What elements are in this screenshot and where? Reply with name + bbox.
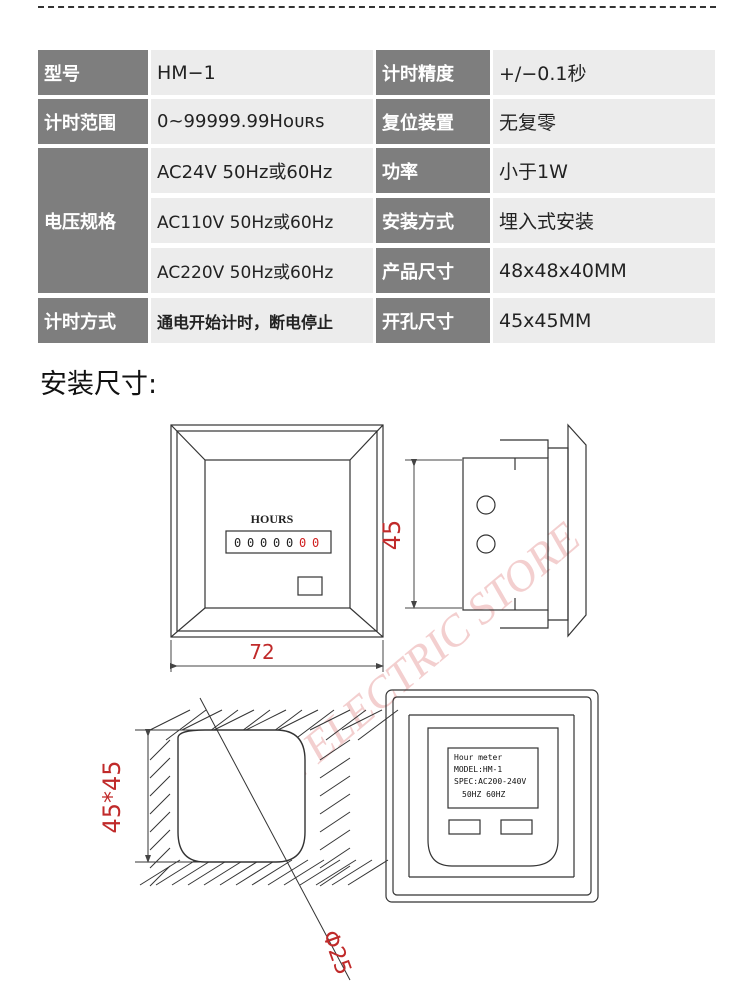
size-value: 48x48x40MM [493,248,715,293]
nameplate-line-1: Hour meter [454,753,502,762]
timing-value: 通电开始计时，断电停止 [151,298,373,343]
counter-digit: 0 [312,536,319,550]
terminal-right [500,819,533,835]
height-dimension: 45 [378,520,406,551]
reset-label: 复位装置 [376,99,490,144]
counter-display [225,530,332,554]
width-dimension: 72 [249,640,274,664]
reset-window [297,576,323,596]
install-heading: 安装尺寸: [40,369,158,400]
nameplate-line-3: SPEC:AC200-240V [454,777,526,786]
power-value: 小于1W [493,148,715,193]
counter-digit: 0 [234,536,241,550]
counter-digit: 0 [299,536,306,550]
mount-value: 埋入式安装 [493,198,715,243]
nameplate-line-4: 50HZ 60HZ [462,790,506,799]
nameplate-line-2: MODEL:HM-1 [454,765,502,774]
front-bezel-outer [170,424,384,638]
range-value: 0~99999.99Hᴏᴜʀs [151,99,373,144]
timing-label: 计时方式 [38,298,148,343]
nameplate [447,747,539,809]
back-view [385,689,599,903]
voltage-value-1: AC24V 50Hz或60Hz [151,148,373,193]
size-label: 产品尺寸 [376,248,490,293]
accuracy-label: 计时精度 [376,50,490,95]
cutout-dimension: 45*45 [98,760,126,833]
cutout-value: 45x45MM [493,298,715,343]
accuracy-value: +/−0.1秒 [493,50,715,95]
power-label: 功率 [376,148,490,193]
cutout-label: 开孔尺寸 [376,298,490,343]
voltage-value-2: AC110V 50Hz或60Hz [151,198,373,243]
side-view [462,423,587,638]
hours-label: HOURS [251,512,294,526]
voltage-value-3: AC220V 50Hz或60Hz [151,248,373,293]
counter-digit: 0 [273,536,280,550]
model-value: HM−1 [151,50,373,95]
top-divider [38,6,716,8]
front-window [204,459,351,609]
cutout-view [135,697,399,981]
terminal-left [448,819,481,835]
mount-label: 安装方式 [376,198,490,243]
range-label: 计时范围 [38,99,148,144]
model-label: 型号 [38,50,148,95]
voltage-label: 电压规格 [38,148,148,293]
diameter-dimension: Φ25 [317,927,356,978]
counter-digit: 0 [286,536,293,550]
front-view [170,424,384,638]
reset-value: 无复零 [493,99,715,144]
counter-digit: 0 [247,536,254,550]
counter-digit: 0 [260,536,267,550]
